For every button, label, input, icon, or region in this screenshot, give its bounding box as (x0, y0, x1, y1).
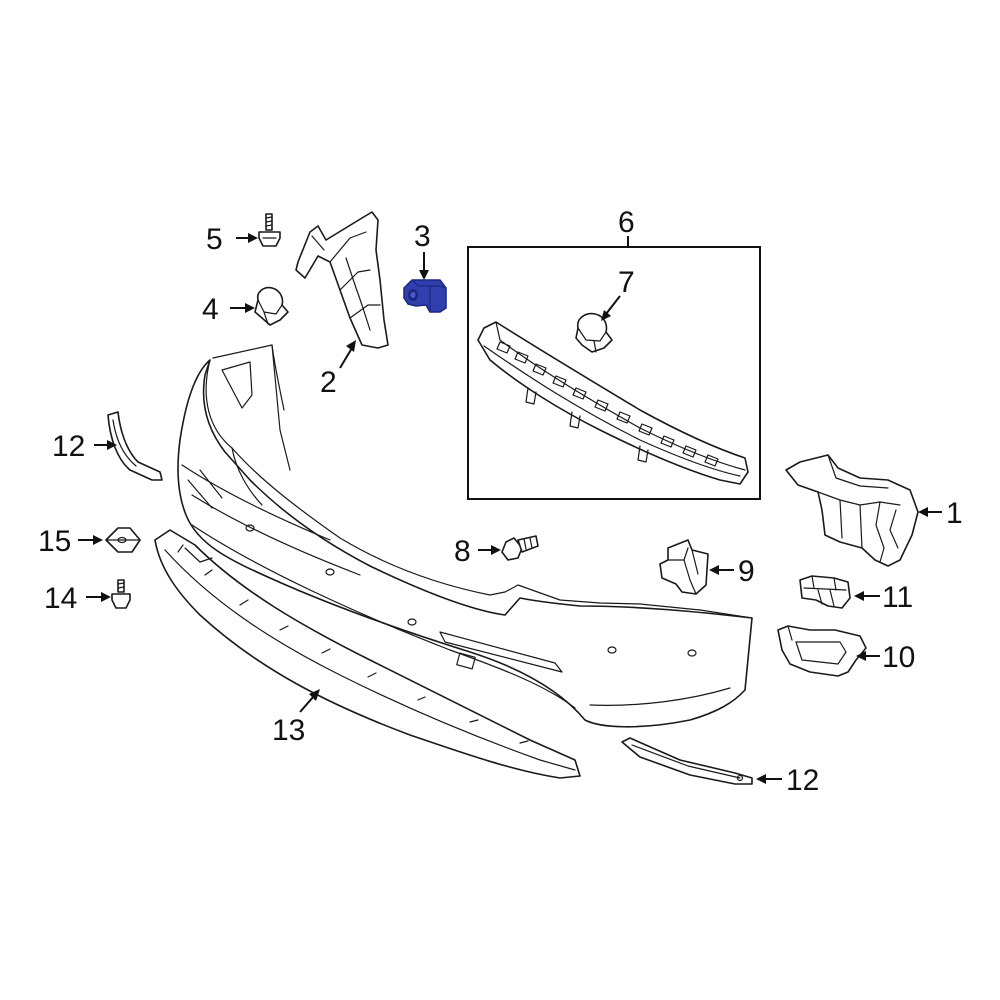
lower-trim-right-part-12[interactable] (621, 737, 753, 785)
callout-8: 8 (454, 535, 471, 568)
bracket-part-1[interactable] (785, 454, 919, 567)
callout-6: 6 (618, 206, 635, 239)
clip-part-3-highlighted[interactable] (403, 279, 447, 313)
callout-11: 11 (882, 581, 913, 614)
side-trim-left-part-12[interactable] (107, 411, 163, 481)
callout-labels: 5 4 2 3 6 7 12 1 15 8 9 11 14 10 13 12 (38, 206, 963, 797)
bracket-part-9[interactable] (659, 539, 709, 595)
bracket-part-2[interactable] (295, 211, 389, 349)
callout-15: 15 (38, 525, 71, 558)
callout-5: 5 (206, 223, 223, 256)
callout-7: 7 (618, 266, 635, 299)
callout-1: 1 (946, 497, 963, 530)
callout-10: 10 (882, 641, 915, 674)
clip-part-11[interactable] (799, 575, 851, 609)
bracket-part-10[interactable] (777, 625, 867, 677)
screw-part-14[interactable] (111, 579, 131, 609)
bolt-part-8[interactable] (501, 535, 539, 561)
bumper-cover[interactable] (177, 344, 753, 728)
callout-12-right: 12 (786, 764, 819, 797)
leader-lines (78, 233, 942, 784)
callout-14: 14 (44, 582, 77, 615)
callout-3: 3 (414, 220, 431, 253)
part-6-group-frame (467, 246, 761, 500)
push-nut-part-4[interactable] (254, 286, 289, 326)
nut-part-7[interactable] (575, 312, 613, 353)
u-nut-part-15[interactable] (105, 527, 141, 553)
callout-2: 2 (320, 366, 337, 399)
impact-bar-part-6[interactable] (477, 321, 749, 485)
callout-13: 13 (272, 714, 305, 747)
callout-12-left: 12 (52, 430, 85, 463)
callout-9: 9 (738, 555, 755, 588)
lower-valance-part-13[interactable] (154, 529, 581, 779)
bolt-part-5[interactable] (258, 213, 281, 247)
callout-4: 4 (202, 293, 219, 326)
